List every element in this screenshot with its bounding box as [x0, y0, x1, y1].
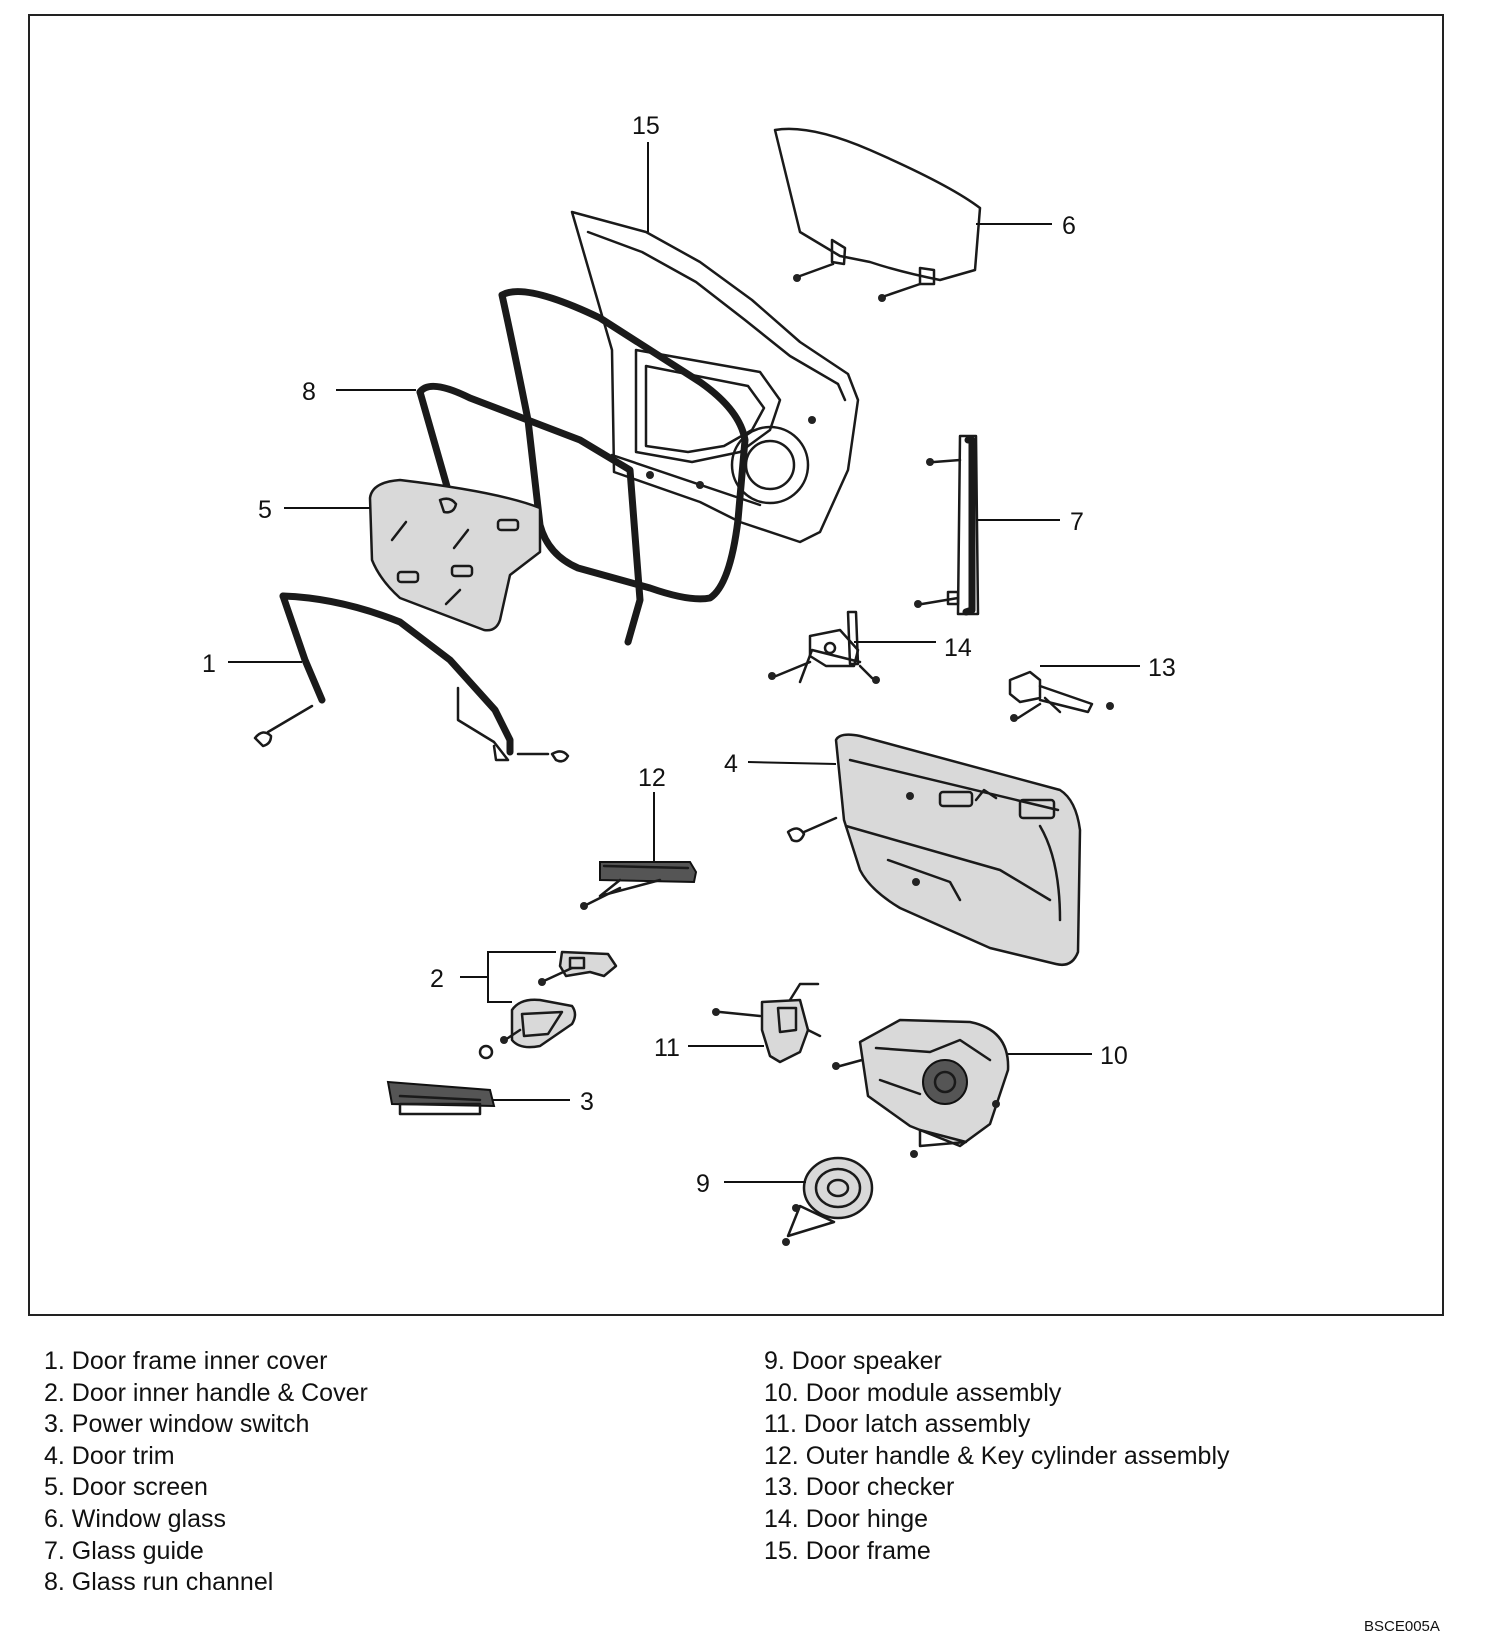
door-hinge-part [768, 610, 880, 684]
legend-item: 9. Door speaker [764, 1347, 942, 1375]
door-frame-part [570, 210, 860, 544]
legend-item: 3. Power window switch [44, 1410, 310, 1439]
leader-lines [228, 142, 1140, 1183]
door-module-part [832, 1018, 1010, 1158]
callout-2: 2 [430, 965, 444, 993]
glass-run-channel-part [416, 382, 644, 646]
legend-item: 7. Glass guide [44, 1536, 204, 1565]
door-speaker-part [782, 1156, 874, 1246]
door-screen-part [368, 478, 542, 632]
legend-item: 12. Outer handle & Key cylinder assembly [764, 1441, 1230, 1470]
glass-guide-part [914, 434, 980, 616]
legend-item: 8. Glass run channel [44, 1568, 274, 1597]
callout-3: 3 [580, 1088, 594, 1116]
callout-1: 1 [202, 650, 216, 678]
callout-7: 7 [1070, 508, 1084, 536]
callout-14: 14 [944, 634, 972, 662]
legend-item: 14. Door hinge [764, 1504, 929, 1533]
weatherstrip-loop [498, 288, 749, 603]
window-glass-part [773, 127, 982, 302]
legend-item: 5. Door screen [44, 1473, 208, 1502]
legend-item: 15. Door frame [764, 1536, 931, 1565]
legend-item: 4. Door trim [44, 1441, 175, 1470]
callout-9: 9 [696, 1170, 710, 1198]
callout-15: 15 [632, 112, 660, 140]
callout-8: 8 [302, 378, 316, 406]
power-window-switch-part [386, 1080, 496, 1116]
legend-item: 10. Door module assembly [764, 1378, 1062, 1407]
door-frame-inner-cover-part [253, 592, 570, 763]
legend-item: 11. Door latch assembly [764, 1410, 1031, 1439]
callout-13: 13 [1148, 654, 1176, 682]
diagram-frame [28, 14, 1444, 1316]
legend-item: 13. Door checker [764, 1473, 955, 1502]
figure-code: BSCE005A [1364, 1618, 1440, 1635]
callout-numbers: 1 2 3 4 5 6 7 8 9 10 11 12 13 14 15 [202, 112, 1176, 1198]
callout-10: 10 [1100, 1042, 1128, 1070]
callout-5: 5 [258, 496, 272, 524]
callout-11: 11 [654, 1034, 680, 1062]
inner-handle-part [478, 950, 618, 1060]
callout-6: 6 [1062, 212, 1076, 240]
legend-right: 9. Door speaker 10. Door module assembly… [764, 1346, 1230, 1567]
outer-handle-part [580, 861, 698, 910]
callout-4: 4 [724, 750, 738, 778]
legend-left: 1. Door frame inner cover 2. Door inner … [44, 1346, 368, 1599]
callout-12: 12 [638, 764, 666, 792]
legend-item: 2. Door inner handle & Cover [44, 1378, 368, 1407]
door-latch-part [712, 982, 822, 1064]
legend-item: 6. Window glass [44, 1504, 227, 1533]
door-trim-part [786, 733, 1082, 966]
door-checker-part [1008, 670, 1114, 722]
legend-item: 1. Door frame inner cover [44, 1347, 328, 1375]
